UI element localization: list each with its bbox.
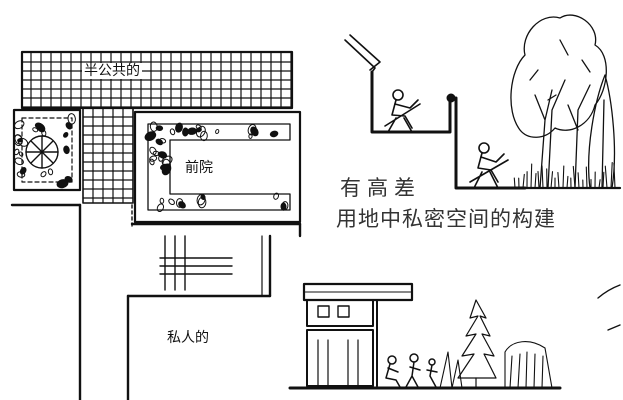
building (302, 282, 414, 387)
label-front-yard: 前院 (183, 160, 215, 176)
lower-section (288, 282, 621, 390)
tree-symbol (25, 135, 59, 169)
semi-public-grid (20, 50, 294, 204)
upper-section (344, 14, 622, 190)
person-upper (384, 89, 421, 133)
plan-walls (10, 203, 302, 400)
caption-line-2: 用地中私密空间的构建 (336, 207, 556, 231)
person-lower (469, 142, 509, 189)
shrubs-upper (513, 162, 616, 189)
label-private: 私人的 (167, 330, 209, 346)
label-semi-public: 半公共的 (82, 63, 142, 79)
front-yard-planter (133, 110, 302, 224)
caption-line-1: 有高差 (340, 176, 421, 200)
hedge-lower (439, 341, 553, 389)
conifer-tree (457, 299, 497, 389)
trees-upper (510, 14, 616, 189)
plan-steps (159, 235, 233, 291)
left-planter (12, 108, 82, 192)
plan-view (10, 50, 302, 400)
people-lower-section (385, 353, 438, 388)
